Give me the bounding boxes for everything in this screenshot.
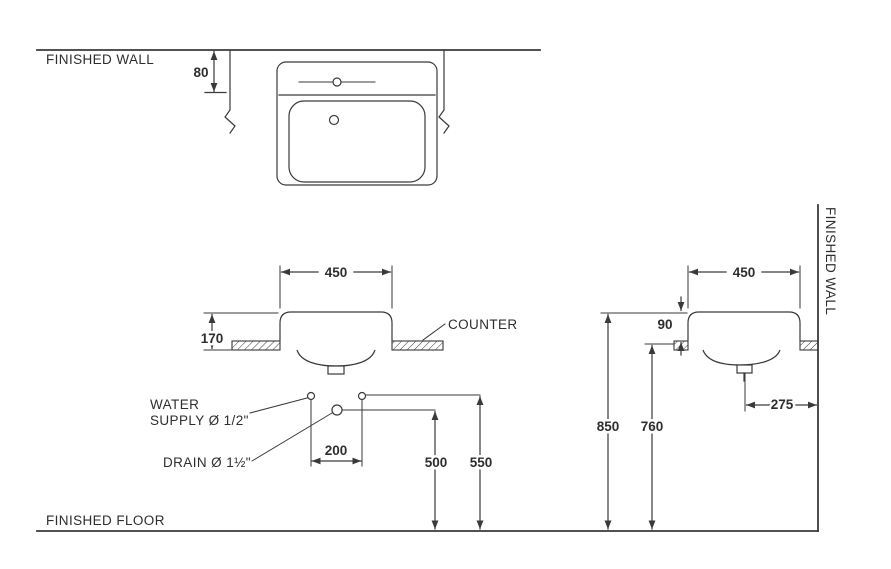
dim-rim-height: 850	[597, 419, 620, 434]
plan-view: FINISHED WALL 80	[36, 49, 541, 186]
dim-rim-above-counter: 90	[657, 317, 672, 332]
counter-section-left	[231, 340, 281, 351]
dim-side-width: 450	[733, 265, 756, 280]
counter-break-line-right	[438, 49, 450, 134]
basin-side-body	[687, 311, 801, 341]
faucet-hole	[332, 77, 342, 87]
dim-front-width: 450	[325, 265, 348, 280]
floor: FINISHED FLOOR	[36, 513, 819, 532]
finished-floor-label: FINISHED FLOOR	[46, 513, 165, 528]
sink-plan-basin	[288, 100, 426, 183]
plan-drain-hole	[328, 114, 340, 126]
drain-point	[331, 404, 343, 416]
basin-side-drain-fitting	[736, 364, 753, 374]
drain-label: DRAIN Ø 1½"	[163, 455, 251, 470]
counter-label: COUNTER	[448, 317, 518, 332]
dim-plan-offset: 80	[193, 65, 208, 80]
drain-leader	[251, 412, 333, 462]
counter-section-side-right	[799, 340, 819, 351]
dim-front-height: 170	[201, 331, 224, 346]
dim-drain-height: 500	[425, 455, 448, 470]
dim-supply-height: 550	[470, 455, 493, 470]
water-supply-label-line1: WATER	[150, 397, 199, 412]
basin-front-body	[279, 311, 393, 341]
basin-front-drain-fitting	[327, 365, 345, 375]
counter-leader-line	[422, 323, 446, 341]
counter-break-line-left	[224, 49, 236, 134]
finished-wall-side-label: FINISHED WALL	[823, 207, 838, 315]
dim-supply-spacing: 200	[325, 443, 348, 458]
basin-front-bowl	[296, 349, 376, 367]
finished-wall-top-label: FINISHED WALL	[46, 52, 154, 67]
dim-counter-height: 760	[641, 419, 664, 434]
water-supply-point-left	[306, 391, 316, 401]
dim-drain-to-wall: 275	[771, 397, 794, 412]
basin-side-bowl	[702, 349, 781, 366]
front-view: 450 COUNTER 170 WATER SUPPLY Ø 1/2" DRAI…	[150, 263, 518, 530]
side-view: 450 90 275 850 760 FINISHED WALL	[594, 204, 838, 532]
water-supply-leader	[249, 397, 308, 414]
water-supply-point-right	[357, 391, 367, 401]
water-supply-label-line2: SUPPLY Ø 1/2"	[150, 413, 249, 428]
counter-section-right	[391, 340, 444, 351]
